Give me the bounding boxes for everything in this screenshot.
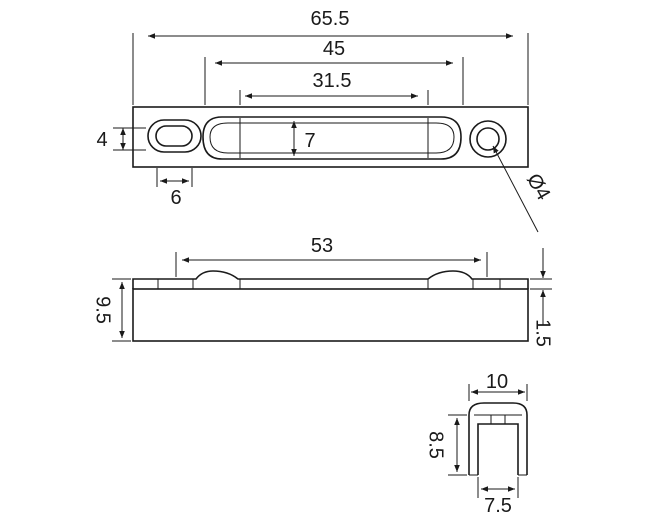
label-inner-width: 7.5 [484,495,512,517]
left-slot-inner [155,125,193,147]
right-hole-inner [476,127,500,151]
side-view-top-profile [132,270,529,289]
label-width: 4 [96,129,107,151]
leader-hole-diameter [492,145,539,233]
label-slot-width: 6 [170,187,181,209]
side-view-body [132,288,529,342]
end-view-outer-profile [468,402,528,475]
end-view-inner-profile [477,423,519,475]
center-recess-inner [209,122,455,154]
label-side-length: 53 [311,235,333,257]
side-view: 53 9.5 1.5 [92,235,554,347]
label-hole-diameter: Ø4 [522,170,554,204]
label-end-width: 10 [486,371,508,393]
label-center-length: 31.5 [313,70,352,92]
top-view-outline [132,106,529,168]
label-slot-height: 7 [304,130,315,152]
left-slot-outer [147,119,202,153]
label-overall-length: 65.5 [311,8,350,30]
right-hole-outer [469,120,507,158]
label-hole-span: 45 [323,38,345,60]
center-recess-outer [202,116,462,160]
label-height: 9.5 [92,296,114,324]
top-view: 65.5 45 31.5 4 7 6 Ø4 [96,8,554,233]
label-step: 1.5 [532,319,554,347]
end-view: 10 8.5 7.5 [425,371,528,517]
label-end-height: 8.5 [425,431,447,459]
